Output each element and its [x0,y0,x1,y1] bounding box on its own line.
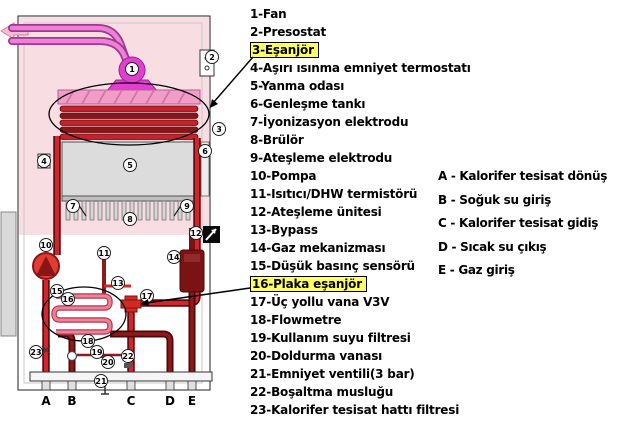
svg-text:2: 2 [209,53,215,62]
return-filter [41,345,51,355]
connection-item-b: B - Soğuk su giriş [438,192,552,207]
legend-item-19: 19-Kullanım suyu filtresi [250,331,411,345]
component-legend: 1-Fan 2-Presostat 3-Eşanjör 4-Aşırı ısın… [250,5,471,419]
svg-text:11: 11 [98,249,110,258]
callout-23: 23 [29,345,43,359]
legend-item-16: 16-Plaka eşanjör [250,275,471,293]
connection-item-d: D - Sıcak su çıkış [438,239,547,254]
legend-item-9: 9-Ateşleme elektrodu [250,151,393,165]
svg-text:19: 19 [91,348,103,357]
legend-item-13: 13-Bypass [250,223,318,237]
legend-item-1: 1-Fan [250,7,287,21]
svg-text:3: 3 [216,125,222,134]
callout-8: 8 [123,212,137,226]
legend-item-2: 2-Presostat [250,25,327,39]
svg-text:14: 14 [168,253,180,262]
callout-13: 13 [111,276,125,290]
heat-exchanger [57,89,201,140]
legend-item-5: 5-Yanma odası [250,79,345,93]
callout-22: 22 [121,349,135,363]
expansion-tank [200,141,210,197]
svg-text:21: 21 [95,377,107,386]
callout-4: 4 [37,154,51,168]
callout-1: 1 [125,62,139,76]
callout-11: 11 [97,246,111,260]
drain-tap [124,363,131,368]
legend-item-8: 8-Brülör [250,133,304,147]
bottom-label-e: E [188,394,196,408]
svg-text:20: 20 [102,358,114,367]
svg-text:16: 16 [62,295,74,304]
callout-18: 18 [81,334,95,348]
svg-text:7: 7 [70,202,76,211]
callout-15: 15 [50,284,64,298]
svg-text:6: 6 [202,147,208,156]
legend-item-17: 17-Üç yollu vana V3V [250,295,390,309]
svg-text:12: 12 [190,229,201,238]
legend-item-14: 14-Gaz mekanizması [250,241,386,255]
legend-item-4: 4-Aşırı ısınma emniyet termostatı [250,61,471,75]
connection-item-e: E - Gaz giriş [438,263,515,277]
boiler-diagram: 1 2 3 4 5 6 7 8 9 10 11 12 13 14 15 16 1… [0,15,226,408]
svg-text:10: 10 [40,241,52,250]
callout-16: 16 [61,292,75,306]
svg-text:13: 13 [112,279,123,288]
svg-text:15: 15 [51,287,63,296]
svg-text:23: 23 [30,348,41,357]
svg-text:17: 17 [141,292,152,301]
svg-text:5: 5 [127,161,133,170]
svg-text:1: 1 [129,65,135,74]
legend-item-11: 11-Isıtıcı/DHW termistörü [250,187,418,201]
legend-item-3: 3-Eşanjör [250,41,471,59]
callout-2: 2 [205,50,219,64]
callout-19: 19 [90,345,104,359]
legend-item-12: 12-Ateşleme ünitesi [250,205,382,219]
flue-pipes [8,24,133,68]
legend-item-18: 18-Flowmetre [250,313,342,327]
manifold [29,371,213,395]
callout-21: 21 [94,374,108,388]
callout-7: 7 [66,199,80,213]
legend-item-21: 21-Emniyet ventili(3 bar) [250,367,415,381]
svg-text:22: 22 [122,352,133,361]
connection-item-c: C - Kalorifer tesisat gidiş [438,216,599,230]
bottom-label-c: C [127,394,136,408]
callout-17: 17 [140,289,154,303]
legend-item-6: 6-Genleşme tankı [250,97,366,111]
svg-text:4: 4 [41,157,47,166]
flowmeter [66,350,78,362]
callout-9: 9 [180,199,194,213]
callout-6: 6 [198,144,212,158]
callout-12: 12 [189,226,203,240]
svg-text:9: 9 [184,202,190,211]
pump [32,252,60,280]
callout-5: 5 [123,158,137,172]
bottom-label-a: A [41,394,51,408]
wall-bracket [0,211,17,337]
three-way-valve [120,295,142,313]
plate-heat-exchanger [51,293,113,335]
legend-item-10: 10-Pompa [250,169,317,183]
legend-item-7: 7-İyonizasyon elektrodu [250,115,409,129]
legend-item-20: 20-Doldurma vanası [250,349,383,363]
exchanger-annotation-ellipse [48,82,210,146]
gas-valve [179,249,205,293]
callout-20: 20 [101,355,115,369]
bottom-label-d: D [165,394,175,408]
svg-text:18: 18 [82,337,94,346]
callout-14: 14 [167,250,181,264]
legend-item-22: 22-Boşaltma musluğu [250,385,394,399]
svg-text:8: 8 [127,215,133,224]
legend-item-15: 15-Düşük basınç sensörü [250,259,415,273]
callout-3: 3 [212,122,226,136]
connection-legend: A - Kalorifer tesisat dönüş B - Soğuk su… [438,165,607,283]
callout-10: 10 [39,238,53,252]
ignition-unit [203,226,220,243]
bottom-label-b: B [67,394,76,408]
connection-item-a: A - Kalorifer tesisat dönüş [438,169,608,183]
legend-item-23: 23-Kalorifer tesisat hattı filtresi [250,403,460,417]
